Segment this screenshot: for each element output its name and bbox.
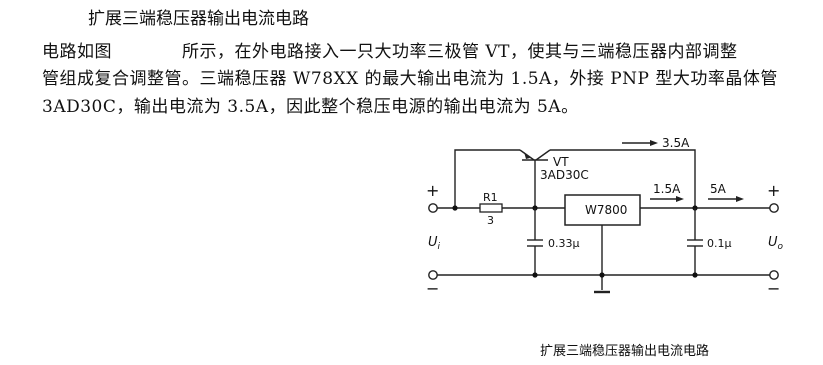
paragraph-line-2: 管组成复合调整管。三端稳压器 W78XX 的最大输出电流为 1.5A，外接 PN… [42, 69, 778, 89]
top-bypass-wire [454, 149, 520, 208]
transistor-label: VT [553, 155, 569, 169]
output-minus-sign: − [767, 279, 780, 298]
input-terminal-positive [428, 203, 438, 213]
current-total-label: 5A [710, 182, 727, 196]
junction-ground-cout [692, 272, 698, 278]
transistor-model-label: 3AD30C [540, 168, 589, 182]
input-terminal-negative [428, 270, 438, 280]
capacitor-output-label: 0.1μ [707, 237, 732, 250]
junction-ground-reg [599, 272, 605, 278]
resistor-value: 3 [487, 214, 494, 227]
capacitor-output [687, 208, 703, 275]
capacitor-input [527, 208, 543, 275]
current-arrow-vt [622, 140, 658, 146]
paragraph-line-3: 3AD30C，输出电流为 3.5A，因此整个稳压电源的输出电流为 5A。 [42, 97, 579, 117]
output-terminal-positive [769, 203, 779, 213]
current-vt-label: 3.5A [662, 136, 690, 150]
regulator-label: W7800 [585, 203, 627, 217]
resistor-r1 [479, 203, 503, 213]
current-arrow-total [708, 196, 744, 202]
transistor-vt [519, 149, 551, 208]
output-terminal-negative [769, 270, 779, 280]
input-minus-sign: − [426, 279, 439, 298]
capacitor-input-label: 0.33μ [548, 237, 580, 250]
input-plus-sign: + [426, 181, 439, 200]
current-arrow-reg [650, 196, 684, 202]
output-voltage-label: Uo [768, 235, 784, 252]
figure-caption: 扩展三端稳压器输出电流电路 [540, 344, 710, 359]
collector-wire [550, 149, 696, 208]
current-reg-label: 1.5A [653, 182, 681, 196]
junction-input [452, 205, 458, 211]
page-title: 扩展三端稳压器输出电流电路 [88, 9, 309, 29]
output-plus-sign: + [767, 181, 780, 200]
paragraph-line-1: 电路如图 所示，在外电路接入一只大功率三极管 VT，使其与三端稳压器内部调整 [42, 42, 738, 62]
junction-ground-cin [532, 272, 538, 278]
resistor-label: R1 [483, 191, 498, 204]
input-voltage-label: Ui [428, 235, 441, 252]
